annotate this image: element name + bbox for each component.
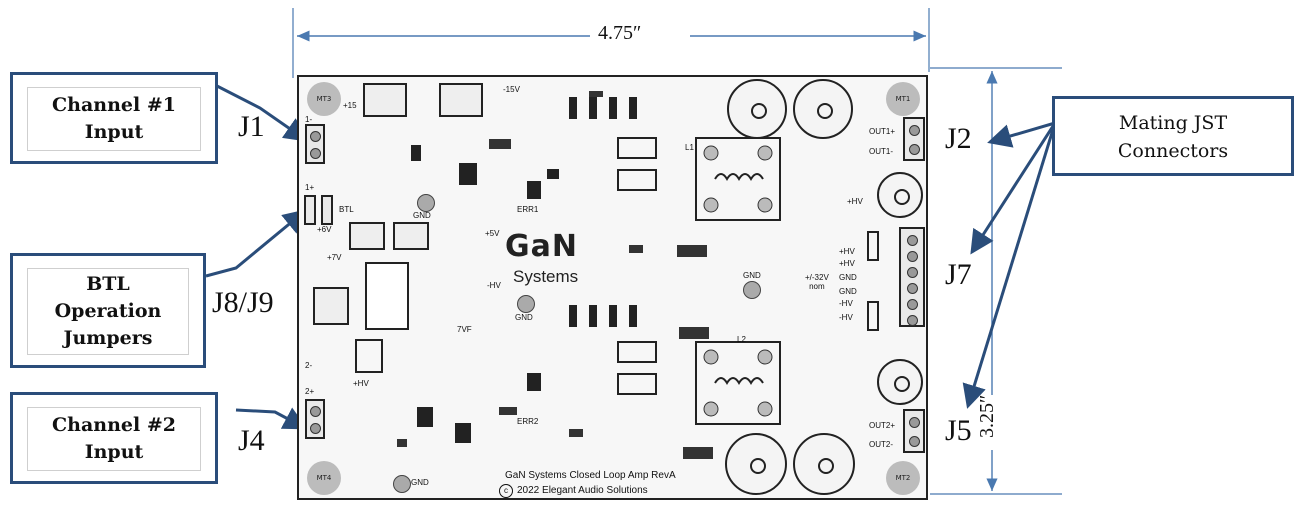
regulator-mid-1: [349, 222, 385, 250]
silk-err2: ERR2: [517, 417, 539, 426]
regulator-top-left: [363, 83, 407, 117]
jumper-j8: [304, 195, 316, 225]
callout-channel2-input: Channel #2 Input: [10, 392, 218, 484]
pcb-board: MT3 MT1 MT4 MT2: [297, 75, 928, 500]
gan-fet-top-2: [617, 169, 657, 191]
connector-j1: [305, 124, 325, 164]
label-j4: J4: [238, 424, 265, 457]
leader-jst-j5: [962, 122, 1057, 409]
silk-out1-minus: OUT1-: [869, 147, 893, 156]
silk-btl: BTL: [339, 205, 354, 214]
regulator-left: [313, 287, 349, 325]
mounting-hole-mt3: MT3: [307, 82, 341, 116]
inductor-l3: [355, 339, 383, 373]
gnd-testpoint-1: [417, 194, 435, 212]
regulator-top-mid: [439, 83, 483, 117]
silk-in2-minus: 2-: [305, 361, 313, 370]
board-footer-copyright: 2022 Elegant Audio Solutions: [517, 485, 648, 496]
gan-fet-bottom-1: [617, 341, 657, 363]
silk-out2-minus: OUT2-: [869, 440, 893, 449]
silk-in1-plus: 1+: [305, 183, 315, 192]
capacitor-top-right-1: [793, 79, 853, 139]
label-j8-j9: J8/J9: [212, 286, 274, 319]
callout-jst-connectors: Mating JST Connectors: [1052, 96, 1294, 176]
board-footer-title: GaN Systems Closed Loop Amp RevA: [505, 470, 676, 481]
leader-jst-j7: [970, 122, 1057, 255]
silk-j7-pin1: +HV: [839, 247, 855, 256]
gan-fet-top-1: [617, 137, 657, 159]
capacitor-bottom-right-1: [793, 433, 855, 495]
silk-plus6v: +6V: [317, 225, 332, 234]
silk-plus7v: +7V: [327, 253, 342, 262]
silk-out2-plus: OUT2+: [869, 421, 896, 430]
leader-btl: [205, 209, 308, 278]
capacitor-bottom-left-1: [725, 433, 787, 495]
silk-in2-plus: 2+: [305, 387, 315, 396]
silk-gnd-3: GND: [743, 271, 761, 280]
silk-plus15: +15: [343, 101, 357, 110]
silk-gnd-2: GND: [515, 313, 533, 322]
width-dimension: 4.75″: [598, 22, 642, 44]
jumper-j9: [321, 195, 333, 225]
mounting-hole-mt2: MT2: [886, 461, 920, 495]
silk-j7-pin2: +HV: [839, 259, 855, 268]
ic-controller: [365, 262, 409, 330]
gnd-testpoint-2: [517, 295, 535, 313]
copyright-symbol: c: [499, 484, 513, 498]
silk-l2: L2: [737, 335, 746, 344]
mounting-hole-mt4: MT4: [307, 461, 341, 495]
gnd-testpoint-3: [743, 281, 761, 299]
silk-minus-hv: -HV: [487, 281, 501, 290]
callout-btl-text: BTL Operation Jumpers: [27, 268, 189, 355]
silk-plus5v: +5V: [485, 229, 500, 238]
label-j7: J7: [945, 258, 972, 291]
silk-plus-hv-right: +HV: [847, 197, 863, 206]
inductor-l2: [695, 341, 781, 425]
connector-j4: [305, 399, 325, 439]
leader-jst-j2: [987, 121, 1056, 148]
callout-channel1-text: Channel #1 Input: [27, 87, 201, 151]
label-j2: J2: [945, 122, 972, 155]
silk-j7-pin5: -HV: [839, 299, 853, 308]
silk-j7-pin4: GND: [839, 287, 857, 296]
connector-j5: [903, 409, 925, 453]
silk-l1: L1: [685, 143, 694, 152]
callout-jst-text: Mating JST Connectors: [1117, 112, 1229, 162]
silk-in1-minus: 1-: [305, 115, 313, 124]
silk-gnd-1: GND: [413, 211, 431, 220]
gan-logo: GaN: [505, 229, 578, 264]
silk-j7-pin3: GND: [839, 273, 857, 282]
silk-voltage-nom: +/-32V nom: [805, 273, 829, 291]
height-dimension: 3.25″: [976, 394, 998, 438]
leader-ch1: [216, 84, 309, 142]
leader-ch2: [235, 407, 308, 430]
callout-channel2-text: Channel #2 Input: [27, 407, 201, 471]
diode-d2: [867, 301, 879, 331]
silk-plus-hv-left: +HV: [353, 379, 369, 388]
silk-gnd-4: GND: [411, 478, 429, 487]
callout-btl-jumpers: BTL Operation Jumpers: [10, 253, 206, 368]
label-j5: J5: [945, 414, 972, 447]
inductor-l1: [695, 137, 781, 221]
silk-7vf: 7VF: [457, 325, 472, 334]
gan-fet-bottom-2: [617, 373, 657, 395]
systems-logo: Systems: [513, 267, 579, 286]
silk-j7-pin6: -HV: [839, 313, 853, 322]
gnd-testpoint-4: [393, 475, 411, 493]
connector-j7: [899, 227, 925, 327]
silk-err1: ERR1: [517, 205, 539, 214]
callout-channel1-input: Channel #1 Input: [10, 72, 218, 164]
mounting-hole-mt1: MT1: [886, 82, 920, 116]
capacitor-top-left-1: [727, 79, 787, 139]
label-j1: J1: [238, 110, 265, 143]
silk-out1-plus: OUT1+: [869, 127, 896, 136]
regulator-mid-2: [393, 222, 429, 250]
capacitor-mid-top: [877, 172, 923, 218]
capacitor-mid-bottom: [877, 359, 923, 405]
silk-minus15v: -15V: [503, 85, 520, 94]
diode-d1: [867, 231, 879, 261]
connector-j2: [903, 117, 925, 161]
